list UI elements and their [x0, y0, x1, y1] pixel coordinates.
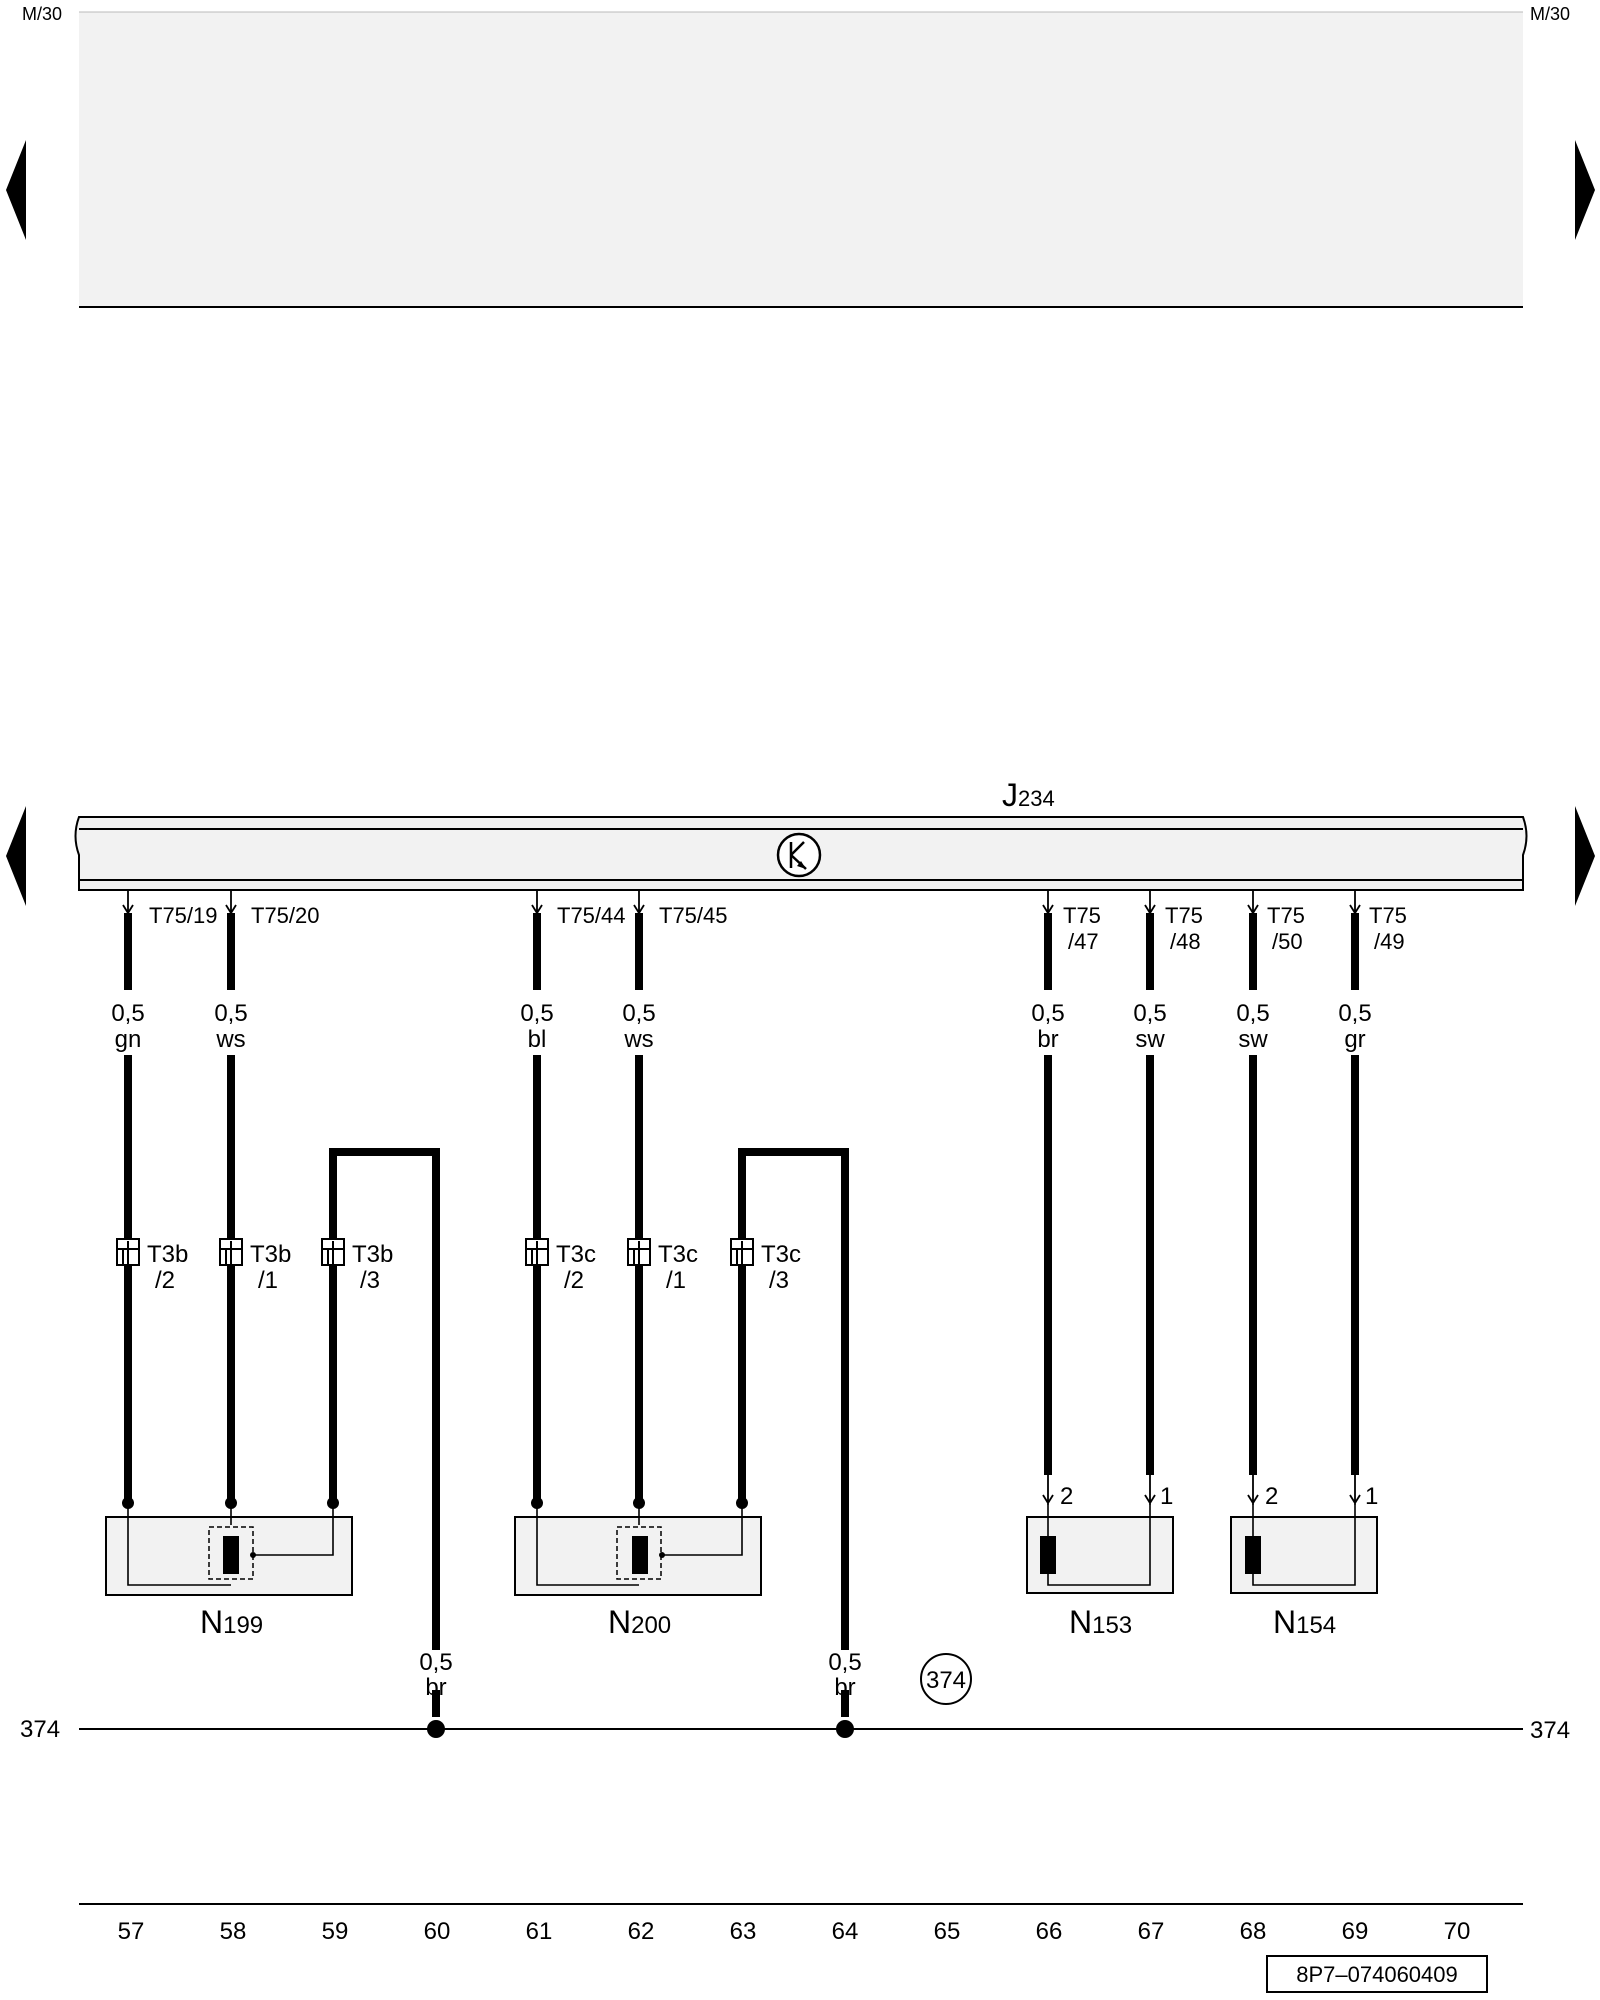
- wire-size: 0,5: [419, 1649, 452, 1676]
- component-label: N199: [200, 1604, 263, 1640]
- connector-name: T3c: [761, 1241, 801, 1268]
- pin-label: T75/45: [659, 903, 728, 928]
- component-label: N153: [1069, 1604, 1132, 1640]
- track-number: 58: [220, 1918, 247, 1945]
- prev-page-arrow-icon[interactable]: [6, 140, 26, 240]
- wire-size: 0,5: [520, 1000, 553, 1027]
- connector-name: T3c: [556, 1241, 596, 1268]
- connector-pin: /3: [360, 1267, 380, 1294]
- wire-color: gr: [1344, 1026, 1365, 1053]
- wire-color: br: [1037, 1026, 1058, 1053]
- component-label: N200: [608, 1604, 671, 1640]
- wire-color: ws: [215, 1026, 245, 1053]
- wire-color: br: [425, 1674, 446, 1701]
- pin-label: T75/19: [149, 903, 218, 928]
- wire-size: 0,5: [1031, 1000, 1064, 1027]
- track-number: 64: [832, 1918, 859, 1945]
- component-n153: [1026, 1475, 1174, 1594]
- prev-arrow-icon[interactable]: [6, 806, 26, 906]
- pin-label: T75: [1369, 903, 1407, 928]
- wires: [124, 913, 1359, 1717]
- track-number: 65: [934, 1918, 961, 1945]
- connector-name: T3b: [250, 1241, 291, 1268]
- ecu-symbol-icon: [776, 832, 822, 878]
- wire-color: sw: [1238, 1026, 1268, 1053]
- track-number: 67: [1138, 1918, 1165, 1945]
- terminal-number: 1: [1365, 1483, 1378, 1510]
- terminal-number: 2: [1265, 1483, 1278, 1510]
- pin-label: T75: [1267, 903, 1305, 928]
- page-ref-right: M/30: [1530, 4, 1570, 24]
- wire-color: sw: [1135, 1026, 1165, 1053]
- ecu-label: J234: [1002, 777, 1055, 813]
- track-number: 68: [1240, 1918, 1267, 1945]
- track-number: 60: [424, 1918, 451, 1945]
- top-panel: [79, 12, 1523, 307]
- connector-icon: [525, 1238, 549, 1266]
- track-number: 59: [322, 1918, 349, 1945]
- terminal-number: 2: [1060, 1483, 1073, 1510]
- component-n199: [105, 1503, 353, 1596]
- connector-name: T3b: [352, 1241, 393, 1268]
- wire-size: 0,5: [828, 1649, 861, 1676]
- wire-size: 0,5: [1338, 1000, 1371, 1027]
- pin-label: T75: [1063, 903, 1101, 928]
- track-number: 61: [526, 1918, 553, 1945]
- wire-color: ws: [623, 1026, 653, 1053]
- connector-icons: [116, 1238, 754, 1266]
- connector-name: T3c: [658, 1241, 698, 1268]
- connector-icon: [321, 1238, 345, 1266]
- track-number: 70: [1444, 1918, 1471, 1945]
- ground-ref-label: 374: [926, 1667, 966, 1694]
- track-number: 57: [118, 1918, 145, 1945]
- terminal-number: 1: [1160, 1483, 1173, 1510]
- connector-pin: /1: [666, 1267, 686, 1294]
- ground-bus-label-left: 374: [20, 1716, 60, 1743]
- pin-label: /49: [1374, 929, 1405, 954]
- ground-junction: [836, 1720, 854, 1738]
- connector-pin: /2: [155, 1267, 175, 1294]
- pin-label: /48: [1170, 929, 1201, 954]
- connector-icon: [219, 1238, 243, 1266]
- wire-size: 0,5: [622, 1000, 655, 1027]
- wire-labels: 0,5 gn 0,5 ws 0,5 bl 0,5 ws 0,5 br 0,5 s…: [111, 1000, 1371, 1701]
- connector-pin: /3: [769, 1267, 789, 1294]
- track-number: 69: [1342, 1918, 1369, 1945]
- pin-label: T75/20: [251, 903, 320, 928]
- connector-pin: /2: [564, 1267, 584, 1294]
- connector-name: T3b: [147, 1241, 188, 1268]
- connector-icon: [116, 1238, 140, 1266]
- wire-color: bl: [528, 1026, 547, 1053]
- connector-pin: /1: [258, 1267, 278, 1294]
- pin-label: /50: [1272, 929, 1303, 954]
- pin-label: T75: [1165, 903, 1203, 928]
- track-number: 66: [1036, 1918, 1063, 1945]
- wire-color: gn: [115, 1026, 142, 1053]
- pin-label: /47: [1068, 929, 1099, 954]
- wire-size: 0,5: [1133, 1000, 1166, 1027]
- wire-size: 0,5: [111, 1000, 144, 1027]
- wire-size: 0,5: [1236, 1000, 1269, 1027]
- component-label: N154: [1273, 1604, 1336, 1640]
- next-page-arrow-icon[interactable]: [1575, 140, 1595, 240]
- wire-color: br: [834, 1674, 855, 1701]
- ground-bus-label-right: 374: [1530, 1717, 1570, 1744]
- doc-id-box: [1266, 1955, 1488, 1993]
- page-ref-left: M/30: [22, 4, 62, 24]
- doc-id: 8P7–074060409: [1296, 1962, 1458, 1987]
- connector-labels: T3b /2 T3b /1 T3b /3 T3c /2 T3c /1 T3c /…: [147, 1241, 801, 1294]
- track-numbers: 57 58 59 60 61 62 63 64 65 66 67 68 69 7…: [118, 1918, 1471, 1945]
- component-n154: [1230, 1475, 1378, 1594]
- next-arrow-icon[interactable]: [1575, 806, 1595, 906]
- connector-icon: [730, 1238, 754, 1266]
- track-number: 62: [628, 1918, 655, 1945]
- component-n200: [514, 1503, 762, 1596]
- wire-size: 0,5: [214, 1000, 247, 1027]
- pin-label: T75/44: [557, 903, 626, 928]
- track-number: 63: [730, 1918, 757, 1945]
- ground-ref-circle: [920, 1653, 972, 1705]
- ground-junction: [427, 1720, 445, 1738]
- connector-icon: [627, 1238, 651, 1266]
